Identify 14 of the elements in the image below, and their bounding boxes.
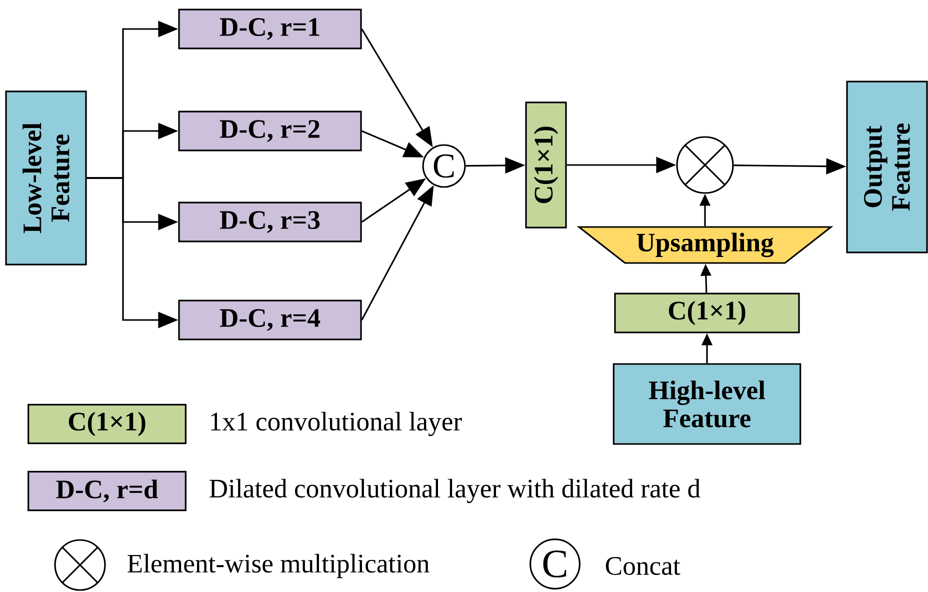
- feature-box: Output Feature: [846, 80, 928, 254]
- multiplication-circle: [676, 136, 734, 194]
- dilated-conv-box: D-C, r=2: [178, 110, 362, 152]
- feature-box: Low-level Feature: [5, 90, 87, 266]
- feature-box: High-level Feature: [612, 363, 802, 445]
- dilated-conv-box: D-C, r=1: [178, 8, 362, 50]
- legend-text: 1x1 convolutional layer: [211, 412, 462, 436]
- dilated-conv-box: D-C, r=4: [178, 300, 362, 340]
- conv-box: C(1×1): [614, 292, 800, 334]
- legend-text: Element-wise multiplication: [128, 554, 430, 578]
- legend-text: Dilated convolutional layer with dilated rate d: [210, 478, 700, 504]
- legend-text: Concat: [606, 557, 680, 575]
- dilated-conv-box: D-C, r=3: [178, 202, 362, 242]
- conv-box: C(1×1): [525, 102, 567, 228]
